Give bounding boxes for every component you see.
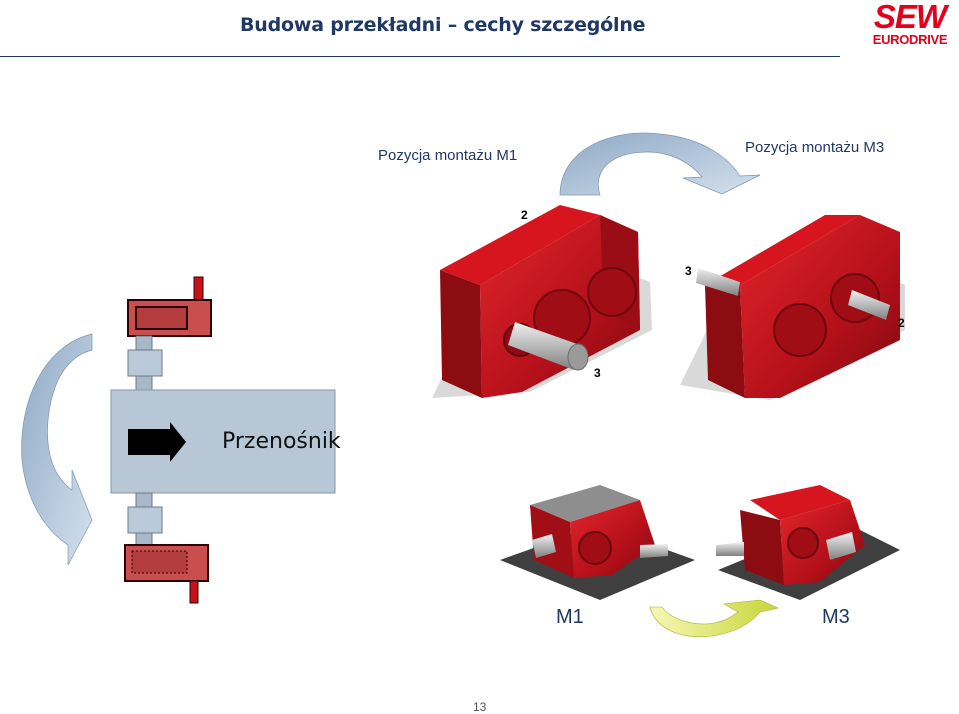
callout-2-m3: 2 (898, 316, 905, 330)
callout-3-m1: 3 (594, 366, 601, 380)
page-title: Budowa przekładni – cechy szczególne (240, 14, 646, 36)
conveyor-diagram (21, 276, 336, 604)
page-number: 13 (473, 700, 487, 714)
callout-2-m1: 2 (521, 208, 528, 222)
title-divider (0, 56, 840, 57)
sew-eurodrive-logo: SEW EURODRIVE (863, 0, 957, 50)
mount-position-m1-label: Pozycja montażu M1 (378, 147, 518, 164)
m1-label: M1 (556, 606, 584, 628)
gear-unit-m3-small (716, 485, 900, 600)
conveyor-label: Przenośnik (222, 429, 341, 454)
curved-arrow-top-icon (559, 132, 761, 196)
logo-line-2: EURODRIVE (872, 32, 948, 47)
gear-unit-m3-large (680, 215, 905, 400)
logo-line-1: SEW (873, 0, 947, 35)
callout-3-m3: 3 (685, 264, 692, 278)
m3-label: M3 (822, 606, 850, 628)
mount-position-m3-label: Pozycja montażu M3 (745, 139, 885, 156)
gear-unit-m1-large (432, 205, 652, 398)
curved-arrow-bottom-icon (649, 599, 779, 638)
curved-arrow-left-icon (21, 333, 93, 566)
gear-unit-m1-small (500, 485, 695, 600)
